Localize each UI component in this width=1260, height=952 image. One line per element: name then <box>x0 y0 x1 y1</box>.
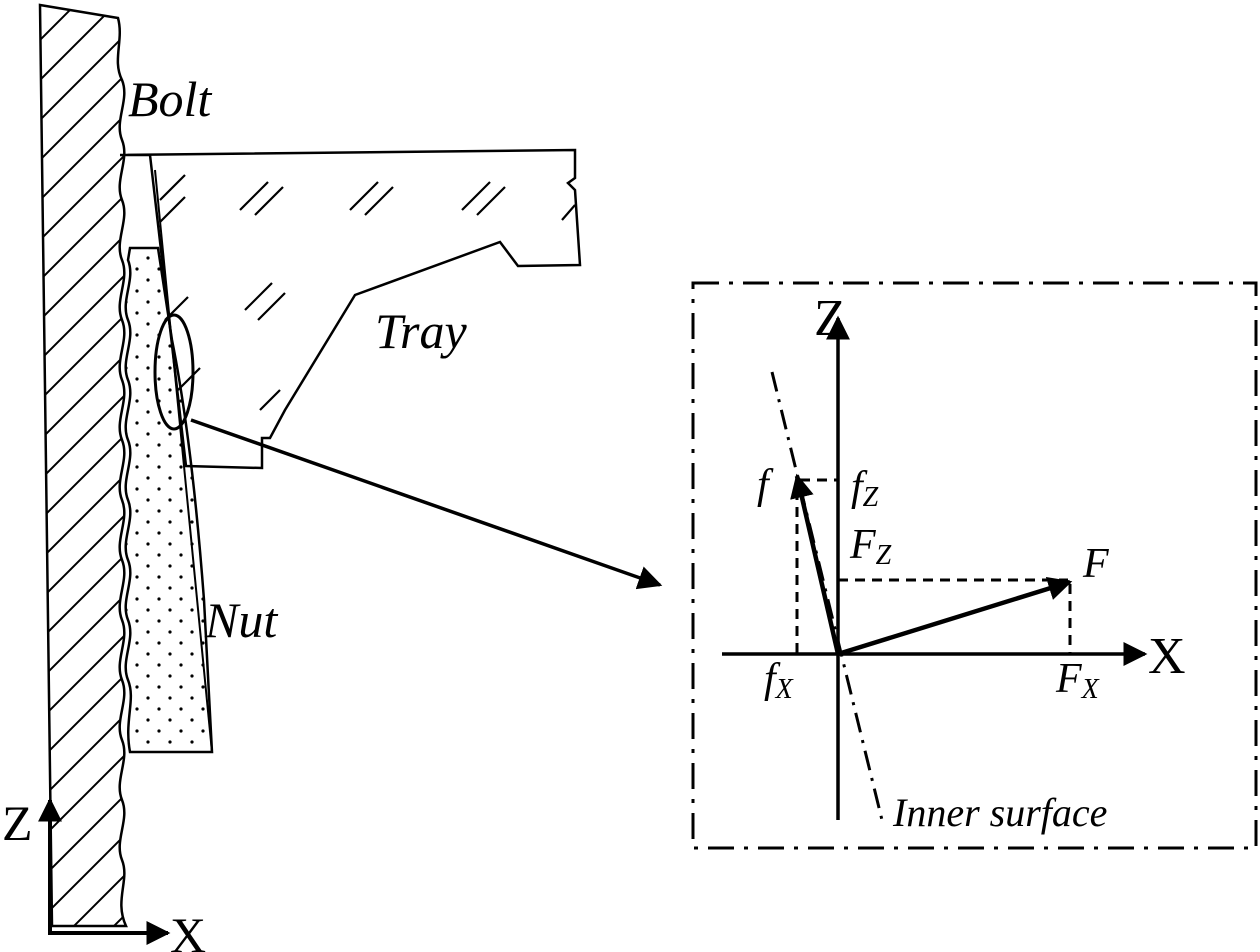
tray-body <box>119 148 582 470</box>
detail-frame <box>691 281 1258 850</box>
nut-body <box>124 246 214 754</box>
force-F-label: F <box>1082 541 1109 587</box>
F-x-sub: X <box>1081 674 1100 705</box>
F-z-base: F <box>849 522 876 568</box>
detail-z-label: Z <box>814 290 846 347</box>
force-F-arrow <box>837 576 1073 657</box>
main-z-label: Z <box>2 795 33 851</box>
tray-hatch <box>159 174 576 411</box>
F-z-sub: Z <box>876 540 892 571</box>
leader-arrow <box>190 418 663 590</box>
bolt-body <box>38 3 128 928</box>
tray-label: Tray <box>375 303 468 359</box>
nut-inner-line <box>154 169 213 753</box>
main-x-label: X <box>170 907 206 952</box>
force-f-arrow <box>790 473 841 655</box>
contact-ellipse <box>153 313 195 431</box>
nut <box>124 169 214 754</box>
detail-x-label: X <box>1148 628 1186 685</box>
F-x-label: FX <box>1055 656 1100 705</box>
F-x-base: F <box>1055 656 1082 702</box>
nut-label: Nut <box>204 592 278 648</box>
bolt-label: Bolt <box>128 71 212 127</box>
f-x-label: fX <box>764 656 794 705</box>
detail-box: Z X f fZ FZ F fX FX Inner surface <box>691 281 1258 850</box>
tray <box>119 148 582 470</box>
force-f-label: f <box>757 462 774 508</box>
f-z-sub: Z <box>863 482 879 513</box>
f-z-label: fZ <box>851 464 879 513</box>
F-z-label: FZ <box>849 522 892 571</box>
f-x-sub: X <box>775 674 794 705</box>
inner-surface-label: Inner surface <box>892 790 1107 835</box>
inner-surface-line <box>770 371 884 821</box>
main-axes: Z X <box>2 795 206 952</box>
bolt <box>38 3 128 928</box>
